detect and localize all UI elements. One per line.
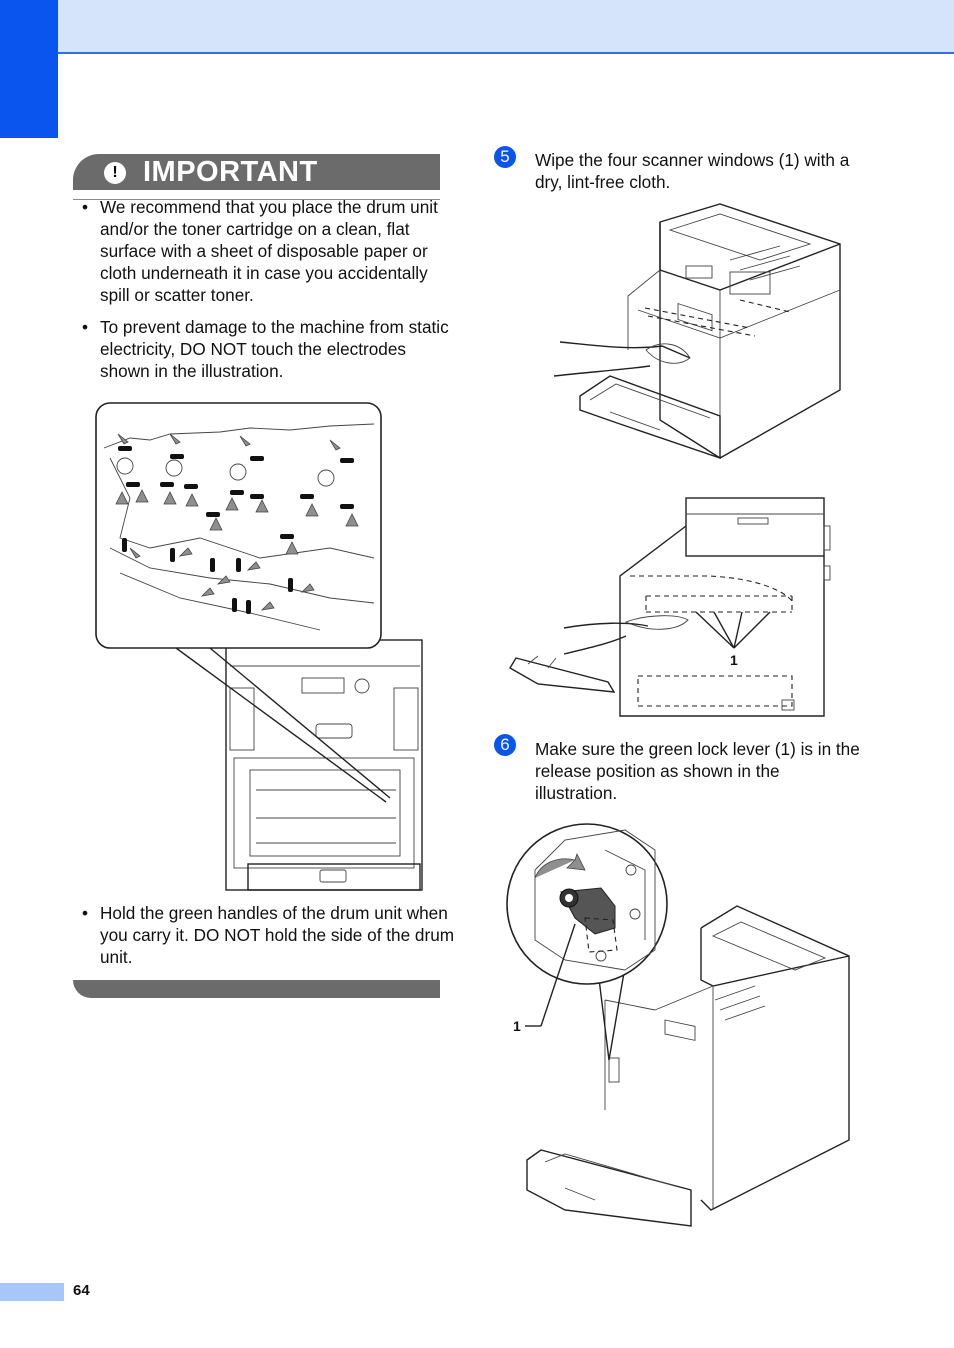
- chapter-tab: [0, 0, 58, 138]
- scanner-wipe-illustration: [553, 203, 841, 459]
- important-footer: [73, 980, 440, 998]
- callout-label-lever: 1: [513, 1018, 521, 1034]
- exclamation-icon: !: [104, 162, 126, 184]
- bullet-text: Hold the green handles of the drum unit …: [100, 903, 455, 967]
- step-text-5: Wipe the four scanner windows (1) with a…: [535, 150, 850, 192]
- header-band: [0, 0, 954, 54]
- bullet-text: We recommend that you place the drum uni…: [100, 197, 438, 305]
- bullet-dot: •: [82, 197, 89, 217]
- important-bullet-2: • To prevent damage to the machine from …: [82, 316, 460, 382]
- bullet-dot: •: [82, 903, 89, 923]
- step-text-6: Make sure the green lock lever (1) is in…: [535, 739, 860, 803]
- important-rule: [73, 199, 440, 200]
- electrodes-illustration: [95, 402, 423, 891]
- important-title: IMPORTANT: [143, 156, 318, 188]
- bullet-dot: •: [82, 317, 89, 337]
- page-number-tab: [0, 1283, 64, 1301]
- lock-lever-illustration: [506, 823, 850, 1227]
- step-number-6: 6: [494, 734, 516, 756]
- bullet-text: To prevent damage to the machine from st…: [100, 317, 449, 381]
- callout-label-scanner: 1: [730, 652, 738, 668]
- step-number-5: 5: [494, 146, 516, 168]
- page-number: 64: [73, 1282, 90, 1299]
- important-bullet-1: • We recommend that you place the drum u…: [82, 196, 460, 306]
- important-bullet-3: • Hold the green handles of the drum uni…: [82, 902, 460, 968]
- important-header: ! IMPORTANT: [73, 154, 440, 190]
- scanner-windows-illustration: [509, 497, 831, 717]
